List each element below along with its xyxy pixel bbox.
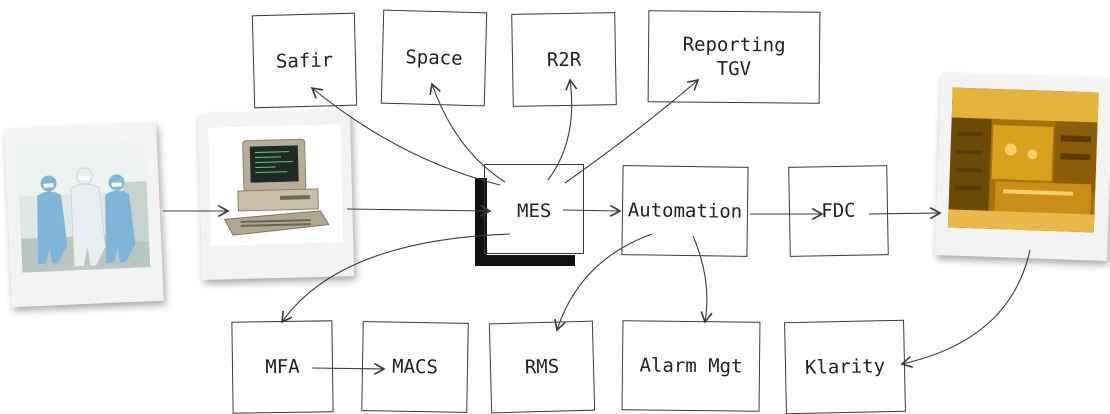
arrow-mes-to-space	[429, 82, 506, 183]
arrow-computer-to-mes	[346, 204, 492, 217]
fab-tool-image	[947, 87, 1099, 233]
arrow-mes-to-safir	[310, 86, 501, 186]
arrow-mes-to-reporting	[564, 78, 700, 184]
arrow-mes-to-automation	[562, 204, 622, 217]
arrow-mfa-to-macs	[311, 362, 386, 375]
cleanroom-photo	[4, 122, 164, 308]
computer-image	[208, 124, 344, 246]
arrow-mes-to-r2r	[547, 78, 578, 181]
cleanroom-workers-image	[16, 141, 151, 273]
arrow-fab-to-klarity	[900, 249, 1031, 368]
fab-photo	[934, 73, 1110, 261]
arrow-automation-to-alarm	[692, 235, 713, 324]
arrow-mes-to-mfa	[281, 233, 511, 324]
computer-photo	[197, 110, 355, 280]
arrow-fdc-to-fab	[868, 207, 942, 220]
mes-label: MES	[517, 200, 552, 222]
arrow-automation-to-rms	[554, 233, 653, 332]
mes-bracket-base	[475, 255, 575, 266]
